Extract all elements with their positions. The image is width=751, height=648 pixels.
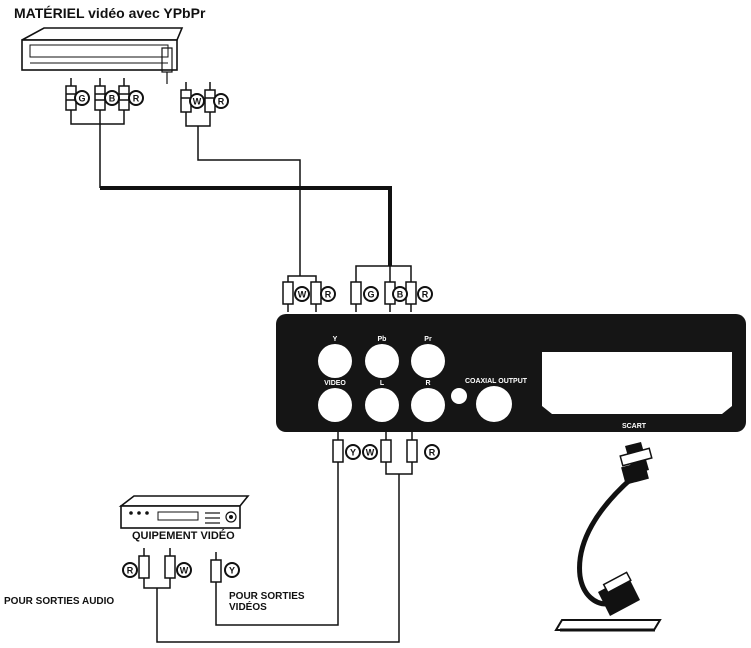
plug-letter-badge: R — [424, 444, 440, 460]
panel-bottom-plug-3 — [406, 432, 418, 463]
source-component-bracket — [70, 110, 125, 188]
svg-text:W: W — [366, 448, 375, 458]
panel-label-Y: Y — [333, 336, 338, 343]
audio-output-label: POUR SORTIES AUDIO — [4, 596, 115, 607]
plug-letter-badge: G — [74, 90, 90, 106]
video-output-label: POUR SORTIES VIDÉOS — [229, 591, 305, 613]
plug-letter-badge: W — [362, 444, 378, 460]
svg-text:W: W — [298, 290, 307, 300]
jack-Y — [318, 344, 352, 378]
svg-text:W: W — [180, 566, 189, 576]
panel-audio-in-plug-1 — [282, 281, 294, 312]
svg-text:R: R — [422, 290, 429, 300]
panel-label-R: R — [425, 380, 430, 387]
panel-label-video: VIDEO — [324, 380, 346, 387]
plug-letter-badge: R — [213, 93, 229, 109]
scart-cable — [554, 442, 662, 632]
svg-text:W: W — [193, 97, 202, 107]
source-component-plug-3 — [118, 78, 130, 111]
plug-letter-badge: W — [294, 286, 310, 302]
plug-letter-badge: Y — [345, 444, 361, 460]
equipment-audio-plug-2 — [164, 548, 176, 579]
panel-component-in-plug-1 — [350, 281, 362, 312]
component-cable-run — [100, 186, 392, 266]
svg-text:B: B — [109, 94, 116, 104]
jack-Pb — [365, 344, 399, 378]
svg-text:R: R — [325, 290, 332, 300]
jack-L — [365, 388, 399, 422]
jack-video — [318, 388, 352, 422]
equipment-audio-plug-1 — [138, 548, 150, 579]
svg-text:R: R — [429, 448, 436, 458]
panel-label-Pb: Pb — [378, 336, 387, 343]
source-audio-plug-1 — [180, 82, 192, 113]
svg-text:G: G — [367, 290, 374, 300]
panel-screw — [451, 388, 467, 404]
svg-text:Y: Y — [229, 566, 235, 576]
equipment-video-plug — [210, 552, 222, 586]
source-audio-bracket — [185, 112, 301, 266]
plug-letter-badge: G — [363, 286, 379, 302]
scart-port — [542, 352, 732, 414]
panel-label-scart: SCART — [622, 423, 647, 430]
source-component-plug-2 — [94, 78, 106, 111]
source-device-title: MATÉRIEL vidéo avec YPbPr — [14, 5, 206, 21]
svg-text:R: R — [127, 566, 134, 576]
svg-text:G: G — [78, 94, 85, 104]
panel-bottom-plug-1 — [332, 432, 344, 463]
panel-component-in-plug-3 — [405, 281, 417, 312]
coaxial-jack — [476, 386, 512, 422]
panel-audio-in-bracket — [287, 266, 317, 282]
plug-letter-badge: W — [176, 562, 192, 578]
equipment-audio-bracket — [143, 578, 171, 589]
panel-audio-in-plug-2 — [310, 281, 322, 312]
panel-component-in-bracket — [355, 265, 412, 282]
plug-letter-badge: Y — [224, 562, 240, 578]
plug-letter-badge: R — [122, 562, 138, 578]
plug-letter-badge: B — [392, 286, 408, 302]
source-device — [21, 27, 184, 84]
source-component-plug-1 — [65, 78, 77, 111]
source-audio-plug-2 — [204, 82, 216, 113]
plug-letter-badge: R — [320, 286, 336, 302]
jack-Pr — [411, 344, 445, 378]
svg-text:R: R — [133, 94, 140, 104]
video-equipment — [118, 495, 250, 529]
panel-bottom-cables — [156, 462, 413, 643]
jack-R — [411, 388, 445, 422]
svg-text:R: R — [218, 97, 225, 107]
panel-label-Pr: Pr — [424, 336, 432, 343]
plug-letter-badge: W — [189, 93, 205, 109]
svg-text:B: B — [397, 290, 404, 300]
video-equipment-label: QUIPEMENT VIDÉO — [132, 530, 235, 542]
plug-letter-badge: B — [104, 90, 120, 106]
plug-letter-badge: R — [417, 286, 433, 302]
panel-label-coaxial: COAXIAL OUTPUT — [465, 378, 528, 385]
plug-letter-badge: R — [128, 90, 144, 106]
panel-label-L: L — [380, 380, 385, 387]
panel-bottom-plug-2 — [380, 432, 392, 463]
svg-text:Y: Y — [350, 448, 356, 458]
